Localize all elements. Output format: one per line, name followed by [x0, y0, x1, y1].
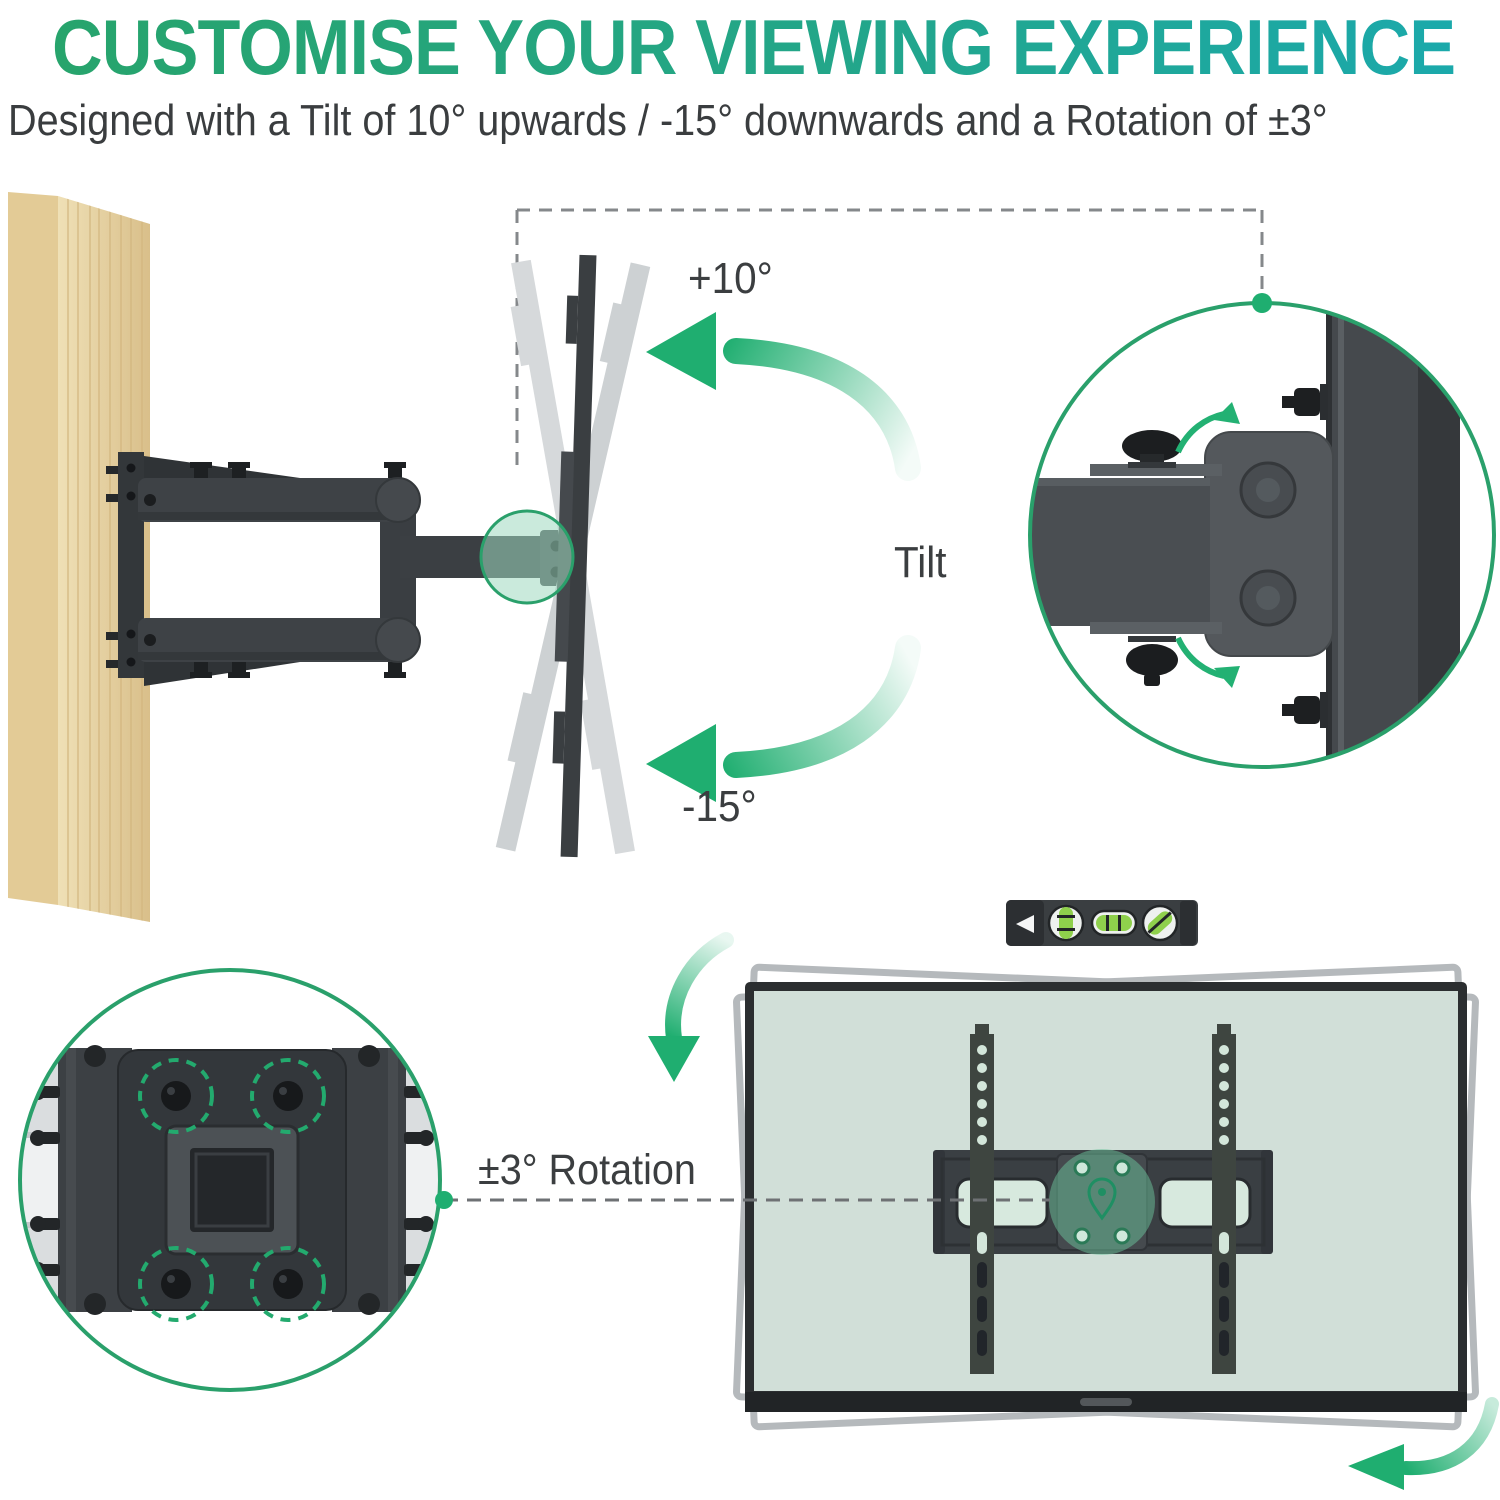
page-title: CUSTOMISE YOUR VIEWING EXPERIENCE: [52, 3, 1456, 91]
page-subtitle: Designed with a Tilt of 10° upwards / -1…: [8, 96, 1328, 145]
tilt-down-angle-label: -15°: [682, 782, 757, 831]
highlight-screws: [1073, 1159, 1131, 1245]
rotation-dashed-line: [435, 1191, 1050, 1209]
arm-bolts: [190, 462, 406, 678]
articulating-arm: [106, 452, 564, 686]
dashed-guide-lines: [515, 208, 1264, 470]
tilt-highlight-circle: [479, 509, 575, 605]
rotation-detail-circle: [18, 968, 442, 1392]
spirit-level-icon: [1006, 900, 1198, 946]
tilt-up-angle-label: +10°: [688, 254, 773, 303]
tilt-down-arrow: [646, 635, 921, 802]
tilt-detail-circle: [1028, 293, 1496, 769]
tv-illustration: [733, 963, 1479, 1431]
rotation-mechanism: [20, 1045, 440, 1322]
vesa-screws: [161, 1081, 303, 1299]
tilt-up-arrow: [646, 312, 921, 481]
vesa-rails: [970, 1024, 1236, 1374]
wood-wall-panel: [8, 192, 150, 922]
tilt-mechanism: [1032, 303, 1460, 767]
location-pin-icon: [1087, 1177, 1117, 1221]
rotation-arrow-bottom-right: [1348, 1397, 1499, 1490]
rotation-arrow-down: [648, 932, 734, 1082]
guide-dot: [1252, 293, 1272, 313]
vesa-screw-highlights: [138, 1058, 326, 1322]
rotation-highlight-circle: [1049, 1149, 1155, 1255]
tilt-label: Tilt: [894, 538, 947, 587]
rotation-label: ±3° Rotation: [478, 1146, 696, 1194]
